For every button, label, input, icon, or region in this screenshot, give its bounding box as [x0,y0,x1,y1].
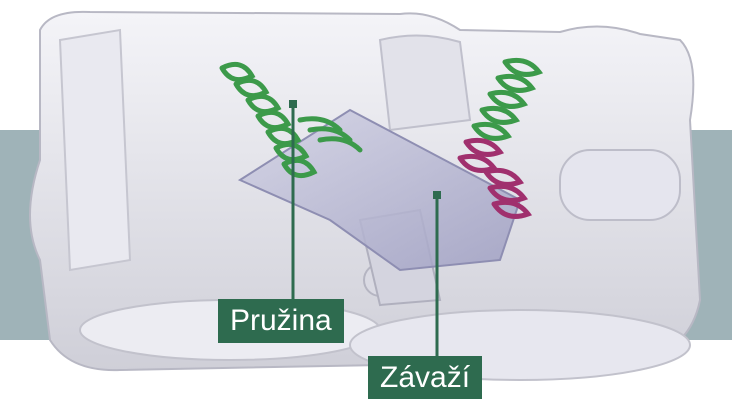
spring-label: Pružina [218,299,344,343]
weight-label: Závaží [368,356,482,399]
spring-leader-dot [289,100,297,108]
weight-leader-dot [433,191,441,199]
